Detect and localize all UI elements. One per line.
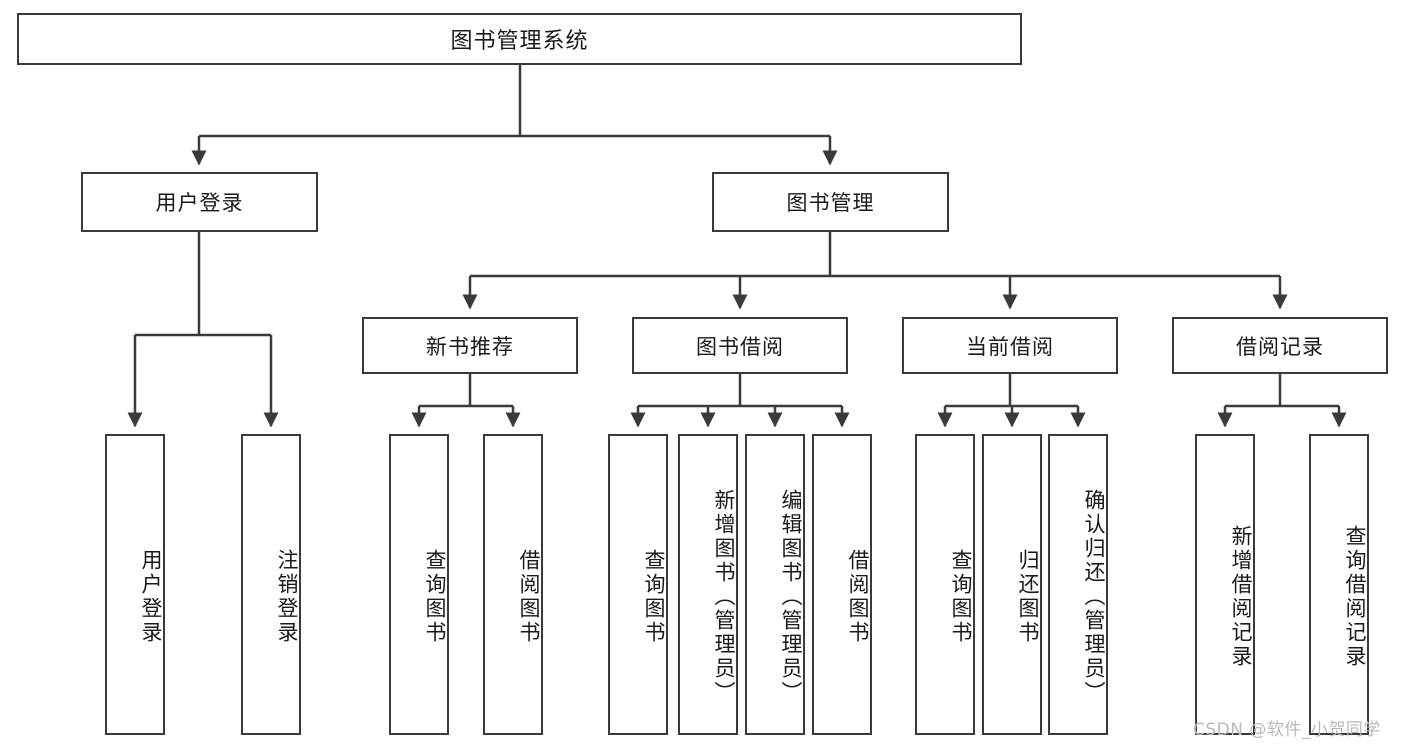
- node-label: 用户登录: [155, 191, 244, 215]
- node-leaf-add-record[interactable]: 新增借阅记录: [1195, 434, 1255, 735]
- node-label: 图书借阅: [696, 334, 784, 359]
- node-root-library-system[interactable]: 图书管理系统: [17, 13, 1022, 65]
- node-label: 编辑图书（管理员）: [779, 488, 803, 705]
- node-leaf-return-book[interactable]: 归还图书: [982, 434, 1042, 735]
- node-leaf-borrow-book-2[interactable]: 借阅图书: [812, 434, 872, 735]
- node-label: 借阅图书: [517, 548, 541, 645]
- node-label: 借阅图书: [846, 548, 870, 645]
- node-label: 图书管理: [786, 191, 875, 215]
- node-leaf-borrow-book-1[interactable]: 借阅图书: [483, 434, 543, 735]
- node-label: 用户登录: [139, 548, 163, 645]
- node-leaf-query-book-1[interactable]: 查询图书: [389, 434, 449, 735]
- node-label: 查询借阅记录: [1343, 524, 1367, 669]
- node-label: 新增借阅记录: [1229, 524, 1253, 669]
- node-current-borrow[interactable]: 当前借阅: [902, 317, 1118, 374]
- node-label: 图书管理系统: [450, 29, 589, 54]
- node-label: 归还图书: [1016, 548, 1040, 645]
- node-leaf-user-login[interactable]: 用户登录: [105, 434, 165, 735]
- node-label: 查询图书: [949, 548, 973, 645]
- node-label: 借阅记录: [1236, 334, 1324, 359]
- node-label: 新书推荐: [426, 334, 514, 359]
- node-leaf-query-record[interactable]: 查询借阅记录: [1309, 434, 1369, 735]
- node-leaf-edit-book[interactable]: 编辑图书（管理员）: [745, 434, 805, 735]
- node-borrow-record[interactable]: 借阅记录: [1172, 317, 1388, 374]
- node-leaf-confirm-return[interactable]: 确认归还（管理员）: [1048, 434, 1108, 735]
- watermark-text: CSDN @软件_小贺同学: [1193, 720, 1381, 740]
- node-label: 当前借阅: [966, 334, 1054, 359]
- node-label: 查询图书: [423, 548, 447, 645]
- node-leaf-logout[interactable]: 注销登录: [241, 434, 301, 735]
- node-label: 查询图书: [642, 548, 666, 645]
- node-leaf-query-book-3[interactable]: 查询图书: [915, 434, 975, 735]
- node-label: 注销登录: [275, 548, 299, 645]
- node-book-manage[interactable]: 图书管理: [712, 172, 949, 232]
- node-label: 确认归还（管理员）: [1082, 488, 1106, 705]
- node-user-login[interactable]: 用户登录: [81, 172, 318, 232]
- node-leaf-add-book[interactable]: 新增图书（管理员）: [678, 434, 738, 735]
- node-new-book-recommend[interactable]: 新书推荐: [362, 317, 578, 374]
- node-leaf-query-book-2[interactable]: 查询图书: [608, 434, 668, 735]
- node-book-borrow[interactable]: 图书借阅: [632, 317, 848, 374]
- node-label: 新增图书（管理员）: [712, 488, 736, 705]
